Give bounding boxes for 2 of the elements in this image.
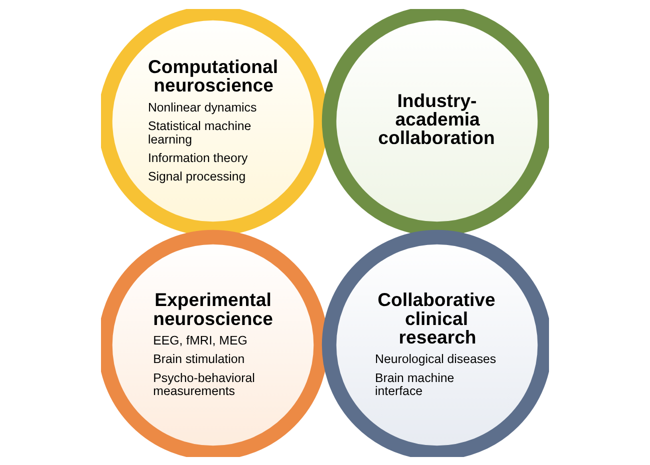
node-circle: Collaborative clinical research Neurological diseases Brain machine interface xyxy=(322,229,549,456)
node-circle: Industry-academia collaboration xyxy=(322,8,549,236)
